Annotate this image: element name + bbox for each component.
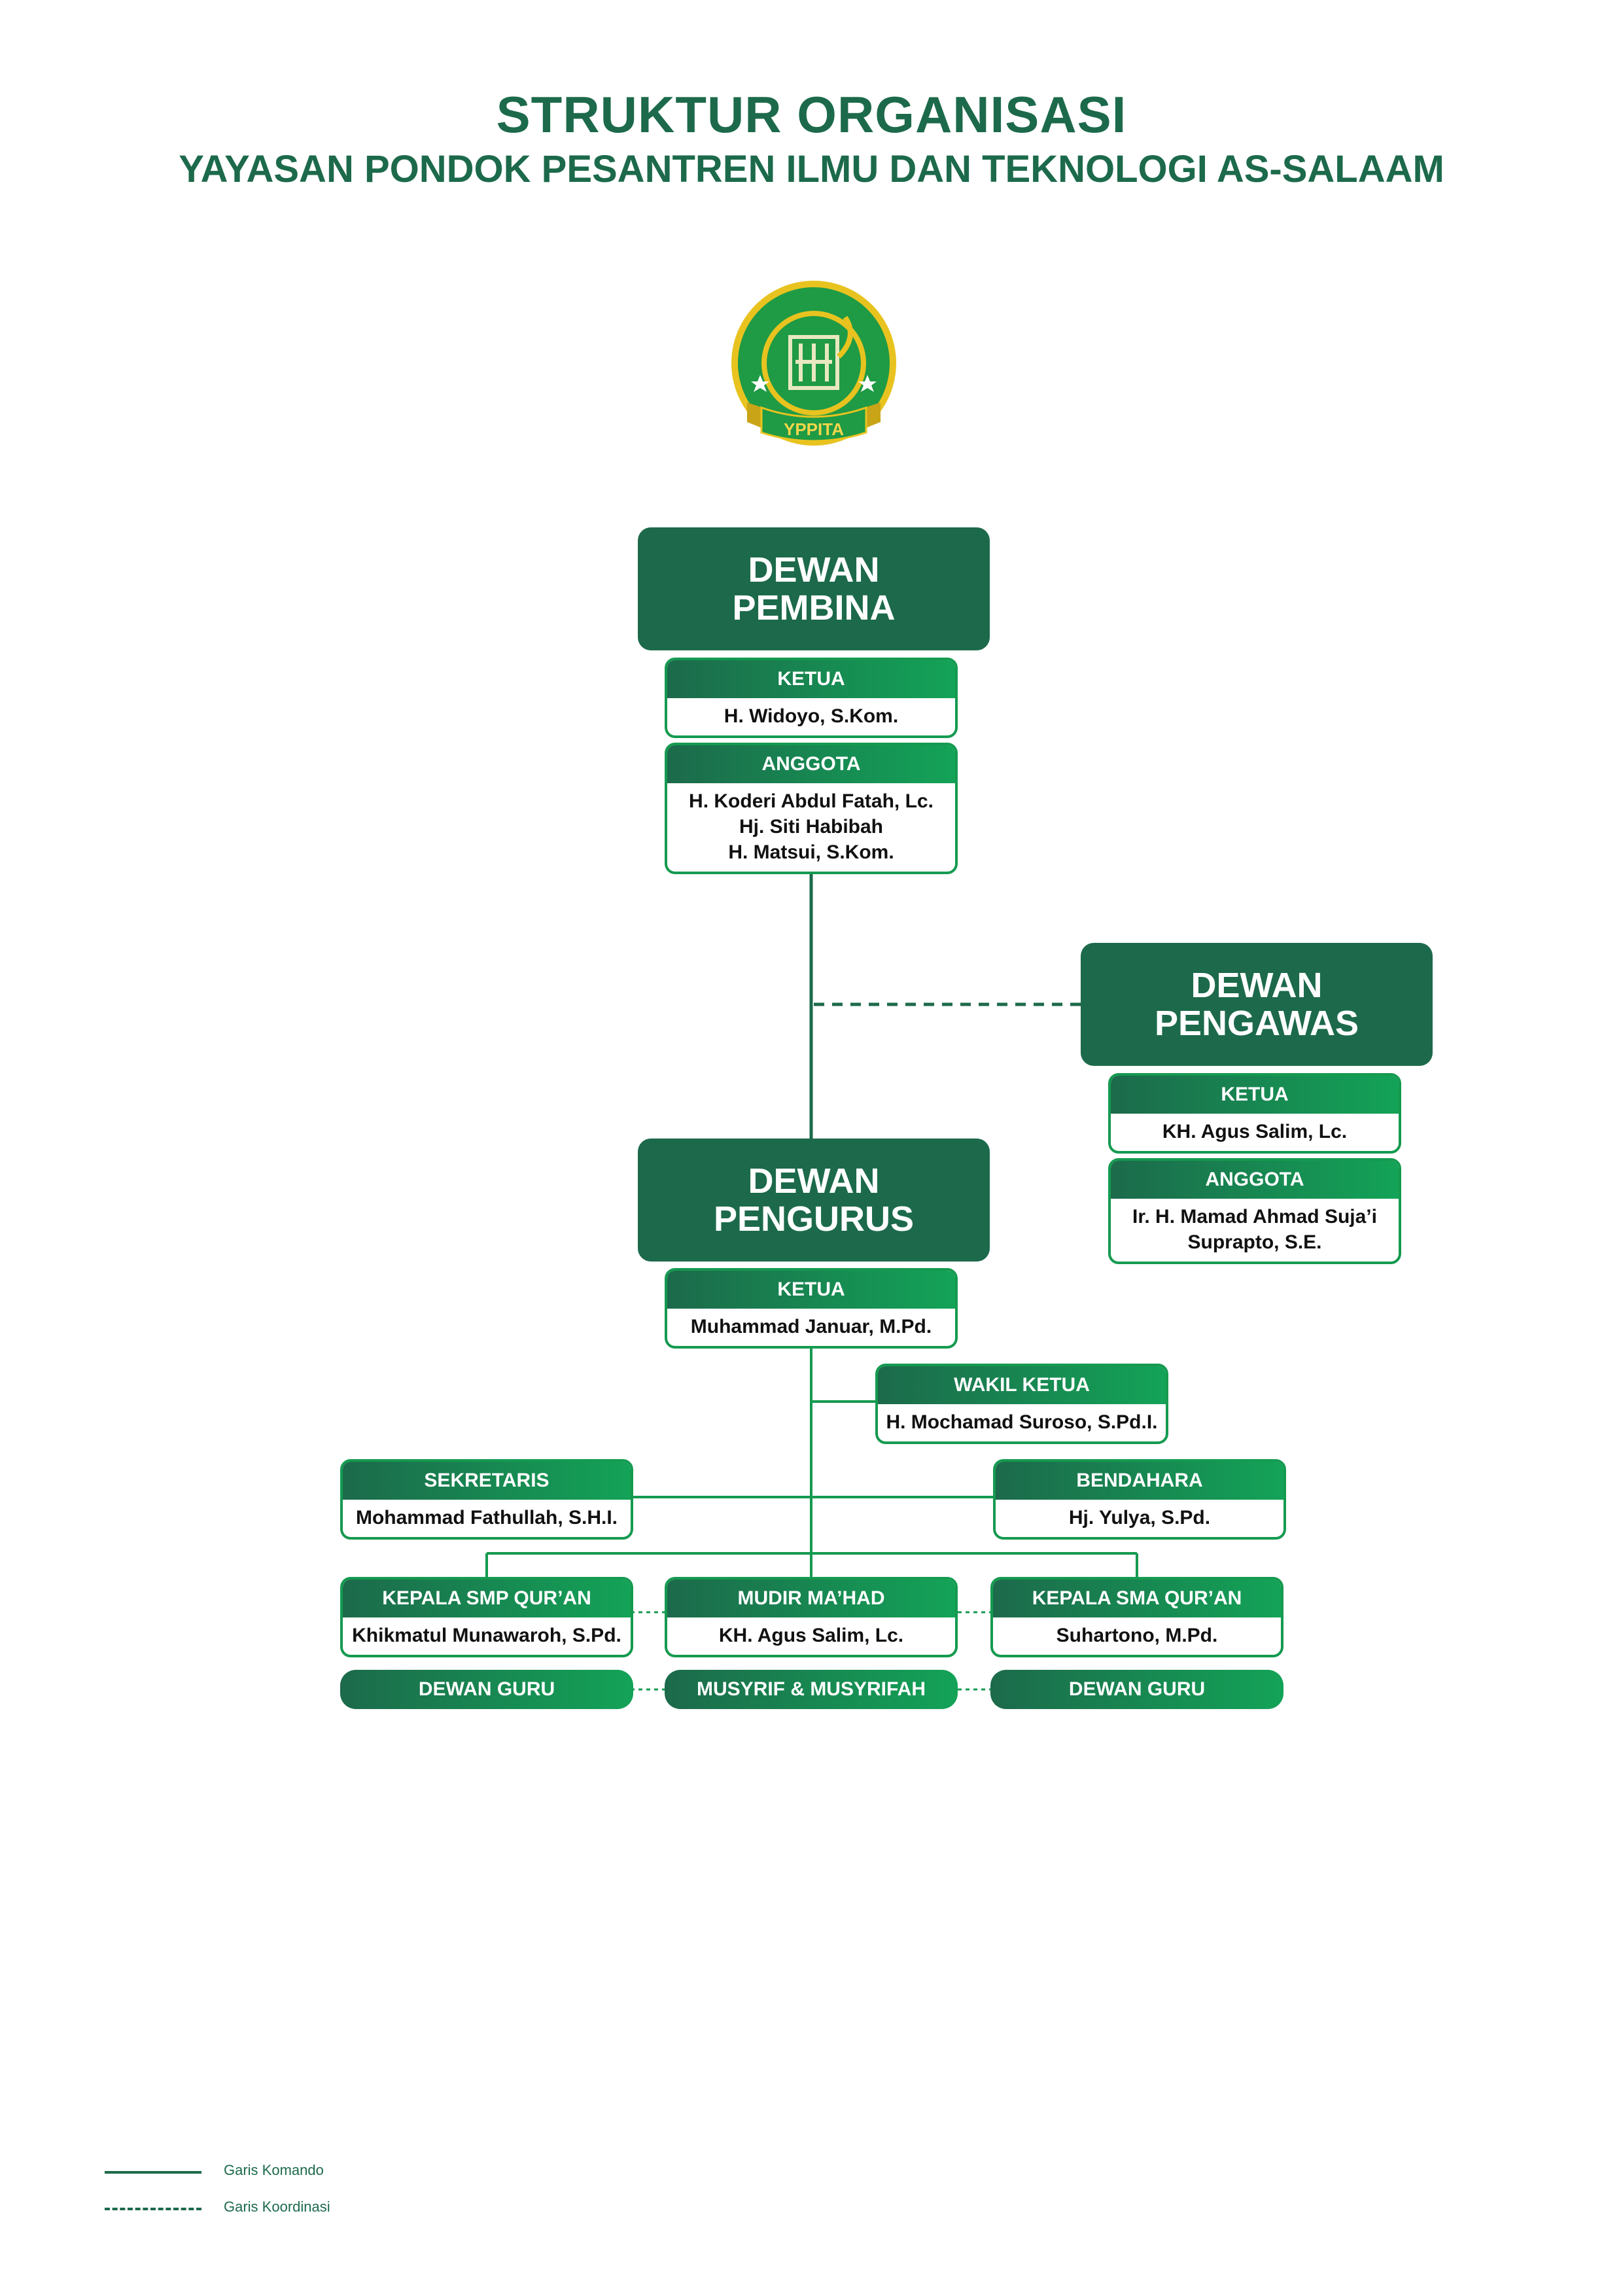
- pengurus-ketua-label: KETUA: [667, 1271, 955, 1309]
- pembina-anggota-card: ANGGOTA H. Koderi Abdul Fatah, Lc. Hj. S…: [665, 743, 958, 874]
- bendahara-card: BENDAHARA Hj. Yulya, S.Pd.: [993, 1459, 1286, 1540]
- pengurus-ketua-card: KETUA Muhammad Januar, M.Pd.: [665, 1268, 958, 1349]
- unit-sma-label: KEPALA SMA QUR’AN: [993, 1580, 1281, 1617]
- pembina-anggota-name: H. Koderi Abdul Fatah, Lc.: [689, 790, 934, 812]
- dewan-pembina-title-line2: PEMBINA: [732, 588, 896, 627]
- dewan-pengawas-title-line2: PENGAWAS: [1154, 1004, 1359, 1043]
- unit-mudir-label: MUDIR MA’HAD: [667, 1580, 955, 1617]
- pembina-ketua-label: KETUA: [667, 660, 955, 698]
- legend-solid-label: Garis Komando: [224, 2162, 324, 2178]
- dewan-pengawas-box: DEWAN PENGAWAS: [1081, 943, 1433, 1066]
- unit-sma-card: KEPALA SMA QUR’AN Suhartono, M.Pd.: [990, 1577, 1283, 1657]
- sekretaris-name: Mohammad Fathullah, S.H.I.: [355, 1507, 618, 1528]
- pengawas-anggota-card: ANGGOTA Ir. H. Mamad Ahmad Suja’i Suprap…: [1108, 1158, 1401, 1264]
- sekretaris-card: SEKRETARIS Mohammad Fathullah, S.H.I.: [340, 1459, 633, 1540]
- unit-smp-label: KEPALA SMP QUR’AN: [343, 1580, 631, 1617]
- unit-sma-name: Suhartono, M.Pd.: [1056, 1625, 1218, 1646]
- wakil-ketua-name: H. Mochamad Suroso, S.Pd.I.: [886, 1411, 1158, 1433]
- bendahara-name: Hj. Yulya, S.Pd.: [1068, 1507, 1211, 1528]
- pembina-anggota-name: H. Matsui, S.Kom.: [728, 841, 894, 863]
- dewan-pengawas-title-line1: DEWAN: [1191, 966, 1323, 1005]
- dewan-guru-sma-pill: DEWAN GURU: [990, 1670, 1283, 1709]
- unit-mudir-name: KH. Agus Salim, Lc.: [718, 1625, 904, 1646]
- page-title: STRUKTUR ORGANISASI: [496, 86, 1127, 143]
- yppita-logo: YPPITA: [731, 281, 896, 446]
- pengawas-ketua-label: KETUA: [1111, 1076, 1399, 1114]
- pembina-anggota-name: Hj. Siti Habibah: [739, 816, 884, 838]
- pengawas-anggota-name: Ir. H. Mamad Ahmad Suja’i: [1132, 1206, 1377, 1227]
- dewan-pengurus-title-line2: PENGURUS: [713, 1199, 915, 1239]
- pembina-ketua-card: KETUA H. Widoyo, S.Kom.: [665, 658, 958, 738]
- dewan-pengurus-box: DEWAN PENGURUS: [638, 1139, 990, 1262]
- command-lines: [485, 1336, 1138, 1578]
- coordination-lines: [631, 1611, 993, 1691]
- page-subtitle: YAYASAN PONDOK PESANTREN ILMU DAN TEKNOL…: [179, 148, 1444, 190]
- pengawas-ketua-card: KETUA KH. Agus Salim, Lc.: [1108, 1073, 1401, 1154]
- dewan-pembina-title-line1: DEWAN: [748, 550, 880, 590]
- legend-dashed-label: Garis Koordinasi: [224, 2199, 330, 2215]
- wakil-ketua-label: WAKIL KETUA: [878, 1366, 1166, 1404]
- wakil-ketua-card: WAKIL KETUA H. Mochamad Suroso, S.Pd.I.: [875, 1364, 1168, 1444]
- dewan-guru-smp-pill: DEWAN GURU: [340, 1670, 633, 1709]
- pengawas-anggota-label: ANGGOTA: [1111, 1161, 1399, 1199]
- logo-seal: YPPITA: [731, 281, 896, 446]
- pembina-ketua-name: H. Widoyo, S.Kom.: [724, 705, 899, 727]
- logo-banner-text: YPPITA: [784, 419, 844, 439]
- unit-mudir-card: MUDIR MA’HAD KH. Agus Salim, Lc.: [665, 1577, 958, 1657]
- bendahara-label: BENDAHARA: [996, 1462, 1283, 1500]
- pengurus-ketua-name: Muhammad Januar, M.Pd.: [690, 1316, 932, 1337]
- pengawas-anggota-name: Suprapto, S.E.: [1187, 1231, 1322, 1253]
- unit-smp-card: KEPALA SMP QUR’AN Khikmatul Munawaroh, S…: [340, 1577, 633, 1657]
- musyrif-musyrifah-pill: MUSYRIF & MUSYRIFAH: [665, 1670, 958, 1709]
- legend-solid-line: [105, 2171, 201, 2174]
- sekretaris-label: SEKRETARIS: [343, 1462, 631, 1500]
- pengawas-ketua-name: KH. Agus Salim, Lc.: [1162, 1121, 1348, 1142]
- legend-dashed-line: [105, 2208, 201, 2210]
- dewan-pengurus-title-line1: DEWAN: [748, 1161, 880, 1201]
- unit-smp-name: Khikmatul Munawaroh, S.Pd.: [352, 1625, 621, 1646]
- pembina-anggota-label: ANGGOTA: [667, 745, 955, 783]
- dewan-pembina-box: DEWAN PEMBINA: [638, 527, 990, 650]
